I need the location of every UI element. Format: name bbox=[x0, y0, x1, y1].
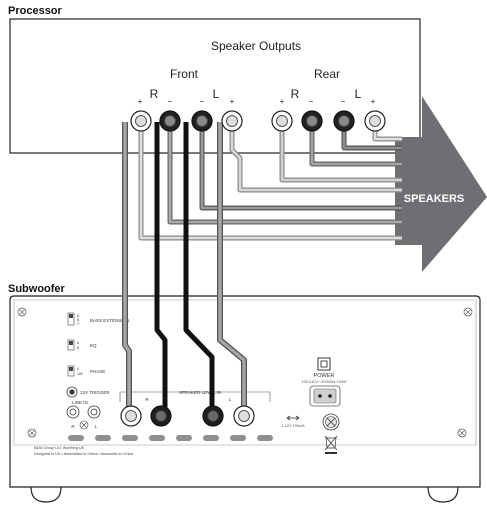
speaker-level-in-label: SPEAKER LEVEL IN bbox=[179, 390, 221, 395]
rear-r-label: R bbox=[291, 87, 300, 101]
screw-icon bbox=[17, 307, 473, 438]
front-l-plus-terminal[interactable] bbox=[221, 110, 243, 132]
weee-bin-icon bbox=[324, 435, 338, 454]
eq-switch[interactable]: A B bbox=[67, 339, 80, 351]
polarity-minus: − bbox=[309, 97, 314, 106]
trigger-label: 12V TRIGGER bbox=[80, 390, 110, 395]
polarity-minus: − bbox=[168, 97, 173, 106]
power-inlet[interactable] bbox=[309, 385, 341, 407]
rear-l-label: L bbox=[355, 87, 362, 101]
speaker-level-l-label: L bbox=[229, 397, 232, 402]
subwoofer-title: Subwoofer bbox=[8, 283, 66, 295]
cables-to-speakers bbox=[138, 122, 402, 241]
trigger-jack[interactable] bbox=[66, 386, 78, 398]
speaker-outputs-label: Speaker Outputs bbox=[211, 39, 301, 53]
svg-text:0: 0 bbox=[77, 367, 79, 371]
line-in-l-jack[interactable] bbox=[87, 405, 101, 419]
sub-l-plus-terminal[interactable] bbox=[233, 405, 255, 427]
svg-text:B: B bbox=[77, 318, 80, 322]
polarity-plus: + bbox=[280, 97, 285, 106]
fuse-holder-icon[interactable] bbox=[322, 413, 340, 431]
power-switch-icon[interactable] bbox=[317, 357, 331, 371]
speaker-level-bracket bbox=[119, 391, 271, 402]
polarity-plus: + bbox=[230, 97, 235, 106]
svg-text:A: A bbox=[77, 314, 80, 318]
rear-l-plus-terminal[interactable] bbox=[364, 110, 386, 132]
processor-panel bbox=[9, 18, 421, 154]
power-label: POWER bbox=[314, 373, 335, 379]
bass-extension-label: BASS EXTENSION bbox=[90, 318, 129, 323]
front-label: Front bbox=[170, 67, 199, 81]
ground-screw-icon bbox=[79, 420, 89, 430]
rear-label: Rear bbox=[314, 67, 340, 81]
processor-title: Processor bbox=[8, 5, 63, 17]
svg-text:180: 180 bbox=[77, 372, 83, 376]
polarity-plus: + bbox=[371, 97, 376, 106]
rear-l-minus-terminal[interactable] bbox=[333, 110, 355, 132]
svg-text:C: C bbox=[77, 322, 80, 326]
trigger-rating: 1-12V 100mA bbox=[281, 424, 305, 428]
polarity-minus: − bbox=[341, 97, 346, 106]
front-r-minus-terminal[interactable] bbox=[159, 110, 181, 132]
maker-line-1: B&W Group Ltd. Worthing UK bbox=[34, 446, 85, 450]
polarity-minus: − bbox=[200, 97, 205, 106]
rear-r-minus-terminal[interactable] bbox=[301, 110, 323, 132]
sub-l-minus-terminal[interactable] bbox=[202, 405, 224, 427]
phase-switch[interactable]: 0 180 bbox=[67, 365, 83, 377]
line-in-l-label: L bbox=[95, 424, 98, 429]
bass-extension-switch[interactable]: A B C bbox=[67, 312, 80, 326]
line-in-r-label: R bbox=[71, 424, 75, 429]
trigger-arrow-icon bbox=[286, 415, 300, 421]
svg-text:B: B bbox=[77, 346, 80, 350]
front-l-label: L bbox=[213, 87, 220, 101]
speakers-label: SPEAKERS bbox=[404, 193, 465, 205]
svg-text:A: A bbox=[77, 341, 80, 345]
eq-label: EQ bbox=[90, 343, 97, 348]
speaker-level-r-label: R bbox=[145, 397, 149, 402]
front-r-label: R bbox=[150, 87, 159, 101]
vent-slots bbox=[68, 435, 273, 441]
line-in-label: LINE IN bbox=[72, 400, 88, 405]
front-l-minus-terminal[interactable] bbox=[191, 110, 213, 132]
speakers-arrow bbox=[395, 96, 487, 272]
line-in-r-jack[interactable] bbox=[66, 405, 80, 419]
front-r-plus-terminal[interactable] bbox=[130, 110, 152, 132]
sub-r-minus-terminal[interactable] bbox=[150, 405, 172, 427]
phase-label: PHASE bbox=[90, 369, 105, 374]
cables-to-subwoofer bbox=[122, 122, 247, 412]
power-rating: 100-240V~ 50/60Hz 150W bbox=[302, 380, 347, 384]
maker-line-2: Designed in UK • Assembled in China • As… bbox=[34, 452, 134, 456]
polarity-plus: + bbox=[138, 97, 143, 106]
sub-r-plus-terminal[interactable] bbox=[120, 405, 142, 427]
rear-r-plus-terminal[interactable] bbox=[271, 110, 293, 132]
